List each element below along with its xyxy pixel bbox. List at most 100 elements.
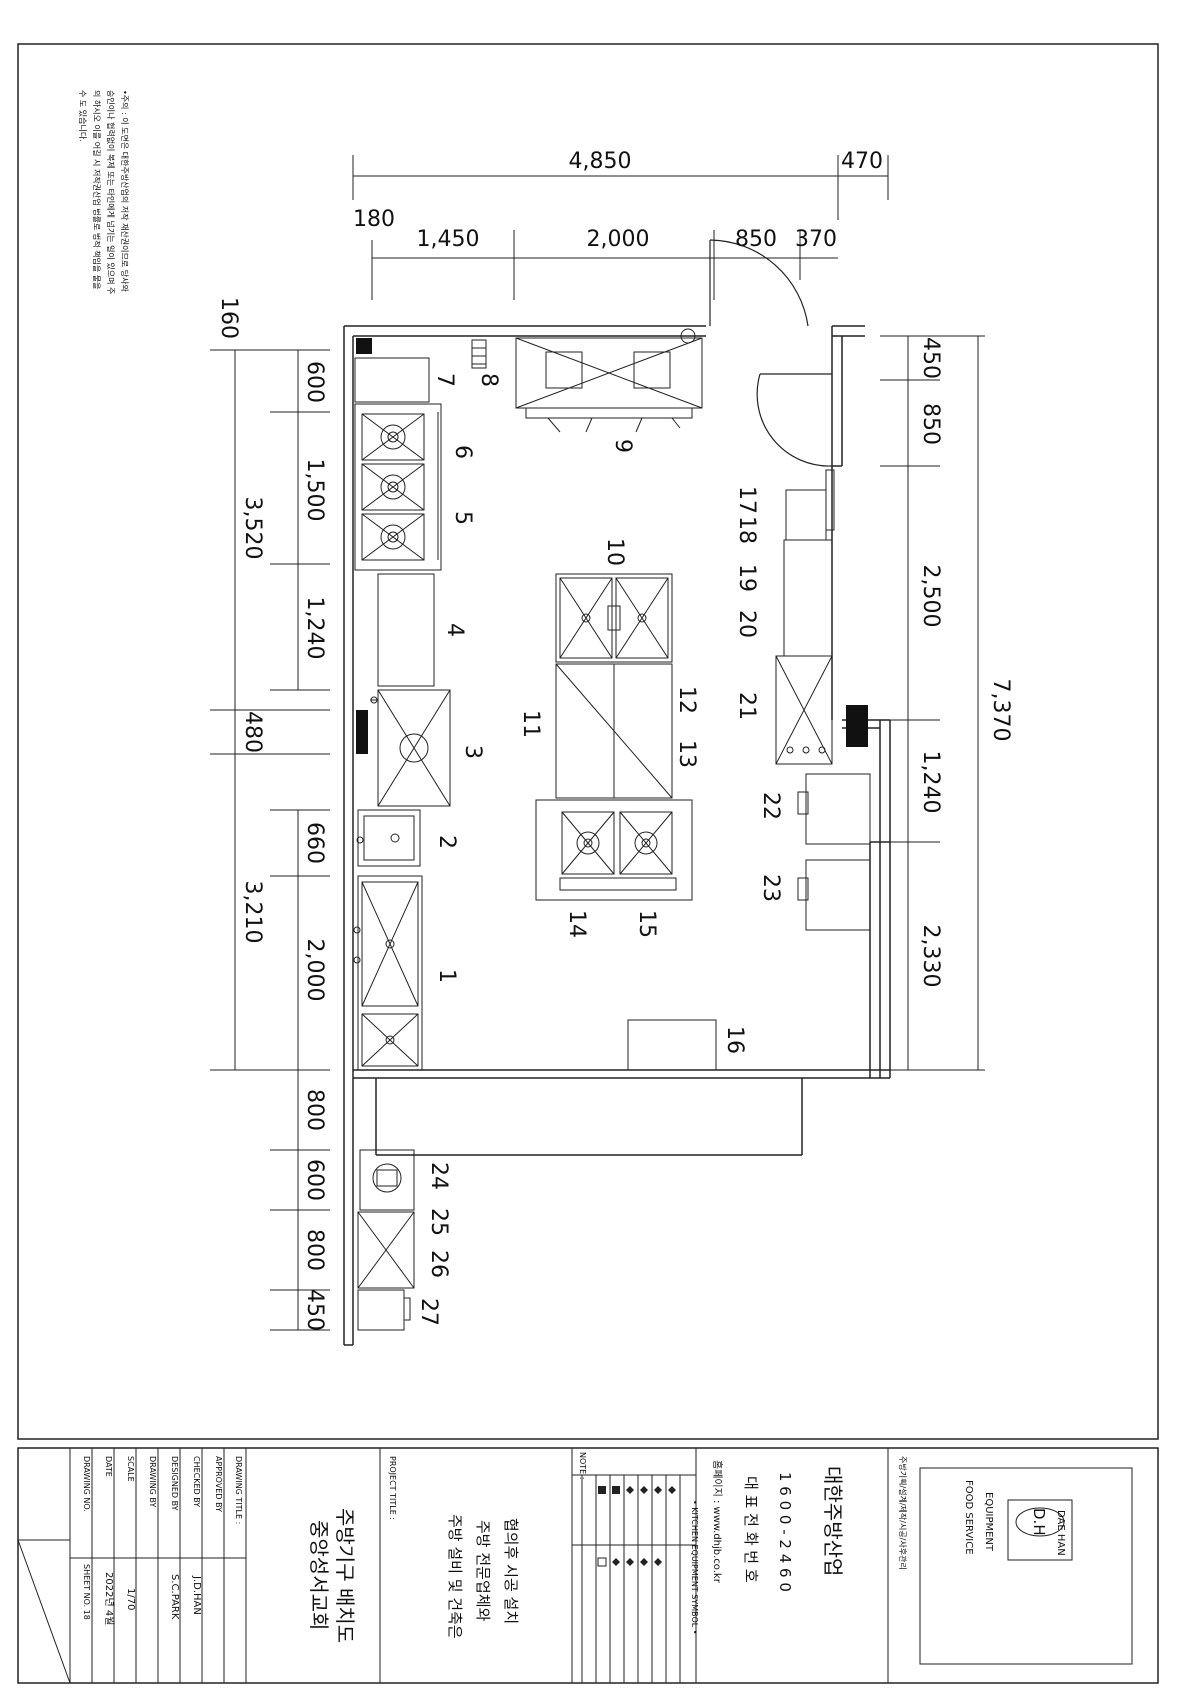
drawing-border <box>17 43 1159 1440</box>
label-14: 14 <box>564 910 589 938</box>
dim-top-seg-3: 850 <box>735 227 777 252</box>
column-black-2 <box>356 710 368 754</box>
project-title-label: PROJECT TITLE : <box>388 1456 397 1520</box>
note-line-3: 의 하시오 이를 어길 시 저작권산업 법률로 법적 책임을 물을 <box>92 90 102 290</box>
dim-top-right: 470 <box>841 149 883 174</box>
company-name: 대한주방산업 <box>821 1466 845 1576</box>
dim-left-gap: 480 <box>240 711 265 753</box>
label-4: 4 <box>442 623 467 637</box>
phone-number: 1 6 0 0 - 2 4 6 0 <box>776 1472 794 1592</box>
project-line-3: 협의후 시공 설치 <box>502 1518 520 1624</box>
label-5: 5 <box>450 511 475 525</box>
food-service: FOOD SERVICE <box>963 1480 974 1555</box>
dim-left-seg-6: 800 <box>302 1089 327 1131</box>
label-11: 11 <box>518 710 543 738</box>
dim-left-group-1: 3,520 <box>240 497 265 560</box>
dim-left-seg-9: 450 <box>302 1289 327 1331</box>
sheet-no: SHEET NO. 18 <box>82 1564 91 1620</box>
date-label: DATE <box>104 1456 113 1477</box>
label-15: 15 <box>634 910 659 938</box>
label-27: 27 <box>416 1298 441 1326</box>
dim-top-seg-2: 2,000 <box>587 227 650 252</box>
label-21: 21 <box>734 692 759 720</box>
column-black-1 <box>356 338 372 354</box>
copyright-note: •주의 : 이 도면은 대한주방산업의 저작 재산권이므로 당사와 승인이나 협… <box>78 90 130 294</box>
title-block-border <box>17 1447 1159 1684</box>
label-19: 19 <box>734 564 759 592</box>
note-label: NOTE : <box>578 1452 587 1479</box>
dim-left-seg-2: 1,500 <box>302 459 327 522</box>
dim-left-seg-7: 600 <box>302 1159 327 1201</box>
equipment-top-wall <box>471 328 703 433</box>
title-block-lines <box>17 1448 1133 1684</box>
label-8: 8 <box>476 373 501 387</box>
label-24: 24 <box>426 1162 451 1190</box>
project-line-2: 주방 전문업체와 <box>474 1520 492 1622</box>
label-25: 25 <box>426 1208 451 1236</box>
drawn-by-label: DRAWING BY <box>148 1456 157 1507</box>
label-7: 7 <box>432 373 457 387</box>
label-2: 2 <box>434 835 459 849</box>
dimensions-top <box>352 155 889 300</box>
dimensions-left <box>210 349 330 1331</box>
approved-by-label: APPROVED BY <box>214 1456 223 1512</box>
equipment-text: EQUIPMENT <box>983 1492 994 1552</box>
dh-logo: D.H <box>1030 1508 1048 1536</box>
dim-left-seg-1: 600 <box>302 361 327 403</box>
dae-han-text: DAE HAN <box>1055 1510 1066 1556</box>
door-right <box>756 373 833 467</box>
date-value: 2022년 4월 <box>103 1572 115 1625</box>
designed-by-label: DESIGNED BY <box>170 1456 179 1511</box>
dim-left-seg-8: 800 <box>302 1229 327 1271</box>
dim-right-seg-2: 850 <box>918 403 943 445</box>
note-line-1: •주의 : 이 도면은 대한주방산업의 저작 재산권이므로 당사와 <box>120 90 130 292</box>
label-18: 18 <box>734 516 759 544</box>
symbol-label: • KITCHEN EQUIPMENT SYMBOL • <box>690 1500 699 1634</box>
drawing-title-2: 주방기구 배치도 <box>333 1508 357 1643</box>
note-line-4: 수 도 있습니다. <box>78 90 88 142</box>
dim-left-seg-3: 1,240 <box>302 597 327 660</box>
drawing-no-label: DRAWING NO. <box>82 1456 91 1512</box>
phone-label: 대 표 전 화 번 호 <box>742 1476 760 1583</box>
title-block-text: DRAWING NO. SHEET NO. 18 DATE 2022년 4월 S… <box>82 1452 1066 1643</box>
equipment-right-wall <box>627 469 871 1071</box>
dim-left-seg-5: 2,000 <box>302 939 327 1002</box>
company-services: 주방기획/설계/제작/시공/사후관리 <box>898 1456 908 1570</box>
dimensions-right <box>880 335 985 1071</box>
dim-right-seg-5: 2,330 <box>918 925 943 988</box>
label-3: 3 <box>460 745 485 759</box>
project-line-1: 주방 설비 및 건축은 <box>446 1514 464 1639</box>
label-26: 26 <box>426 1250 451 1278</box>
drawing-title-label: DRAWING TITLE : <box>234 1456 243 1524</box>
dim-right-seg-4: 1,240 <box>918 751 943 814</box>
dim-right-seg-1: 450 <box>918 337 943 379</box>
dim-top-seg-1: 1,450 <box>417 227 480 252</box>
note-line-2: 승인이나 협력없이 복제 또는 타인에게 넘기는 일이 있으며 주 <box>106 90 116 294</box>
dim-right-seg-3: 2,500 <box>918 565 943 628</box>
scale-value: 1/70 <box>125 1588 136 1610</box>
label-16: 16 <box>722 1026 747 1054</box>
designed-by-value: S.C.PARK <box>169 1574 180 1620</box>
equipment-island <box>535 573 693 901</box>
label-12: 12 <box>674 686 699 714</box>
label-20: 20 <box>734 610 759 638</box>
dim-left-top: 160 <box>216 297 241 339</box>
label-22: 22 <box>758 792 783 820</box>
homepage: 홈페이지 : www.dhjb.co.kr <box>711 1460 724 1584</box>
label-9: 9 <box>610 439 635 453</box>
burner-row <box>361 413 425 561</box>
door-top <box>709 239 809 327</box>
symbol-cells <box>597 1486 676 1567</box>
dim-top-seg-4: 370 <box>795 227 837 252</box>
checked-by-value: J.D.HAN <box>191 1575 202 1615</box>
walls <box>343 325 891 1346</box>
label-10: 10 <box>602 538 627 566</box>
label-1: 1 <box>434 969 459 983</box>
label-6: 6 <box>450 445 475 459</box>
equipment-left-wall <box>353 357 451 1331</box>
checked-by-label: CHECKED BY <box>192 1456 201 1507</box>
label-23: 23 <box>758 874 783 902</box>
dim-top-left-offset: 180 <box>353 207 395 232</box>
column-black-3 <box>846 705 868 747</box>
